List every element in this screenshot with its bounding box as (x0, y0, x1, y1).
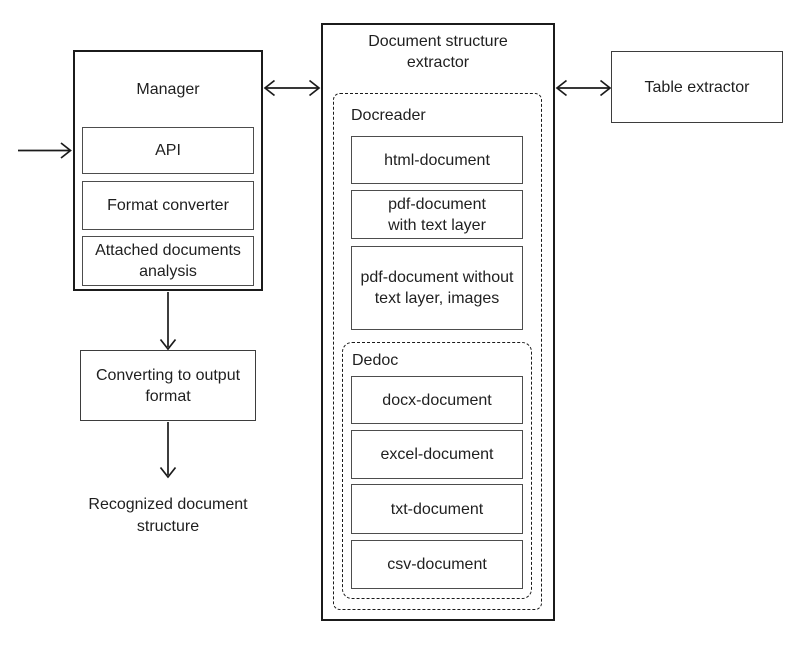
table-extractor-box: Table extractor (611, 51, 783, 123)
format-converter-box: Format converter (82, 181, 254, 230)
table-extractor-label: Table extractor (644, 78, 750, 96)
manager-box: Manager API Format converter Attached do… (73, 50, 263, 291)
excel-document-label: excel-document (380, 446, 494, 463)
docreader-group: Docreader html-document pdf-document wit… (333, 93, 542, 610)
csv-document-box: csv-document (351, 540, 523, 589)
converting-recognized-arrow (159, 422, 177, 479)
manager-extractor-double-arrow (263, 79, 321, 97)
dedoc-group: Dedoc docx-document excel-document txt-d… (342, 342, 532, 599)
docx-document-label: docx-document (382, 391, 492, 409)
pdf-with-text-layer-box: pdf-document with text layer (351, 190, 523, 239)
html-document-label: html-document (384, 151, 490, 169)
pdf-without-text-layer-box: pdf-document without text layer, images (351, 246, 523, 330)
converting-to-output-format-box: Converting to output format (80, 350, 256, 421)
api-label: API (155, 142, 181, 159)
recognized-document-structure-text: Recognized document structure (88, 496, 248, 535)
dedoc-title: Dedoc (352, 352, 399, 369)
document-structure-extractor-box: Document structure extractor Docreader h… (321, 23, 555, 621)
converting-to-output-format-label: Converting to output format (95, 366, 241, 405)
manager-title: Manager (136, 81, 200, 98)
pdf-with-text-layer-label: pdf-document with text layer (388, 195, 486, 234)
format-converter-label: Format converter (107, 197, 229, 214)
txt-document-label: txt-document (390, 500, 484, 518)
docx-document-box: docx-document (351, 376, 523, 424)
csv-document-label: csv-document (387, 556, 487, 573)
txt-document-box: txt-document (351, 484, 523, 534)
pdf-without-text-layer-label: pdf-document without text layer, images (360, 269, 514, 307)
attached-documents-analysis-box: Attached documents analysis (82, 236, 254, 286)
input-arrow (18, 142, 72, 159)
html-document-box: html-document (351, 136, 523, 184)
api-box: API (82, 127, 254, 174)
docreader-title: Docreader (351, 107, 426, 124)
extractor-table-double-arrow (555, 79, 612, 97)
document-structure-extractor-title: Document structure extractor (368, 33, 508, 71)
excel-document-box: excel-document (351, 430, 523, 479)
attached-documents-analysis-label: Attached documents analysis (95, 242, 241, 280)
manager-converting-arrow (159, 292, 177, 351)
